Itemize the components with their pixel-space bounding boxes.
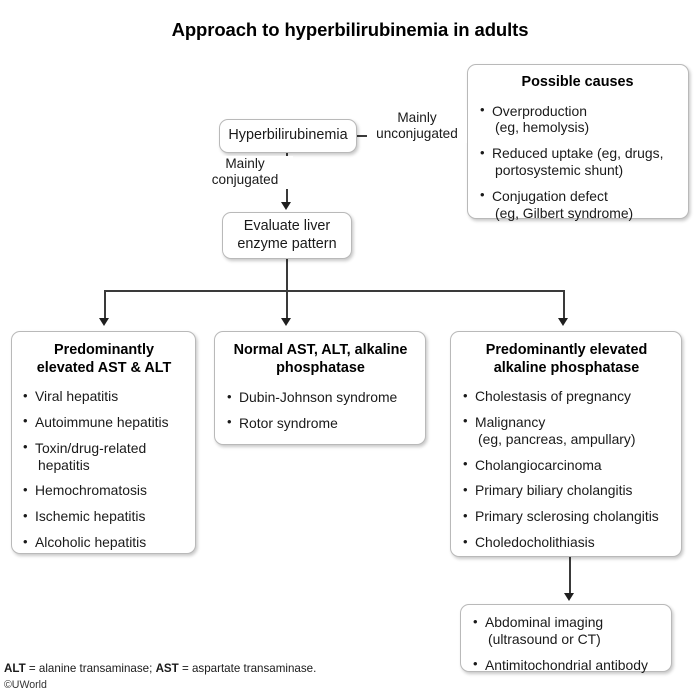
list-item: Abdominal imaging (ultrasound or CT) <box>472 614 661 648</box>
list-item-main: Primary sclerosing cholangitis <box>475 508 659 525</box>
list-item: Reduced uptake (eg, drugs, portosystemic… <box>479 145 676 179</box>
footnote-text-2: = aspartate transaminase. <box>178 662 317 675</box>
list-item-main: Hemochromatosis <box>35 482 147 499</box>
node-evaluate-liver-enzyme-pattern[interactable]: Evaluate liver enzyme pattern <box>222 212 352 259</box>
edge-label-line2: unconjugated <box>376 126 458 142</box>
node-normal-ast-alt-alkaline-phosphatase[interactable]: Normal AST, ALT, alkaline phosphatase Du… <box>214 331 426 445</box>
list-item: Malignancy (eg, pancreas, ampullary) <box>462 413 671 448</box>
connector-branch-to-normal <box>286 290 288 320</box>
list-item-main: Primary biliary cholangitis <box>475 482 633 499</box>
node-evaluate-line2: enzyme pattern <box>237 235 337 252</box>
list-item-main: Choledocholithiasis <box>475 534 595 550</box>
list-item-main: Rotor syndrome <box>239 414 338 431</box>
alp-heading-line1: Predominantly elevated <box>485 342 648 358</box>
normal-heading: Normal AST, ALT, alkaline phosphatase <box>226 342 415 377</box>
list-item-main: Conjugation defect <box>492 187 608 204</box>
ast-alt-heading-line1: Predominantly <box>54 342 154 358</box>
normal-heading-line2: phosphatase <box>276 359 365 376</box>
list-item: Primary biliary cholangitis <box>462 482 671 499</box>
copyright-notice: ©UWorld <box>4 679 47 691</box>
edge-label-mainly-unconjugated: Mainly unconjugated <box>367 110 467 143</box>
list-item-sub: (eg, pancreas, ampullary) <box>478 430 636 447</box>
node-workup[interactable]: Abdominal imaging (ultrasound or CT) Ant… <box>460 604 672 673</box>
node-hyperbilirubinemia-label: Hyperbilirubinemia <box>228 127 348 144</box>
possible-causes-list: Overproduction (eg, hemolysis) Reduced u… <box>479 102 676 222</box>
possible-causes-heading: Possible causes <box>521 74 634 90</box>
list-item-main: Abdominal imaging <box>485 614 604 630</box>
node-evaluate-line1: Evaluate liver <box>243 217 331 234</box>
list-item: Choledocholithiasis <box>462 534 671 551</box>
list-item: Rotor syndrome <box>226 414 415 432</box>
list-item-main: Ischemic hepatitis <box>35 508 146 525</box>
edge-label-line1: Mainly <box>397 110 437 125</box>
list-item-main: Reduced uptake (eg, drugs, <box>492 145 664 162</box>
alp-heading-line2: alkaline phosphatase <box>493 359 640 376</box>
alp-heading: Predominantly elevated alkaline phosphat… <box>462 342 671 377</box>
arrowhead-to-workup <box>564 593 574 601</box>
footnote-abbr-alt: ALT <box>4 662 26 675</box>
node-predominantly-elevated-alkaline-phosphatase[interactable]: Predominantly elevated alkaline phosphat… <box>450 331 682 557</box>
list-item: Cholangiocarcinoma <box>462 456 671 474</box>
list-item: Toxin/drug-related hepatitis <box>22 439 186 474</box>
list-item-main: Autoimmune hepatitis <box>35 413 169 430</box>
edge-label-line2: conjugated <box>211 172 279 188</box>
edge-label-line1: Mainly <box>225 156 265 171</box>
list-item-sub: portosystemic shunt) <box>495 162 624 178</box>
list-item-main: Viral hepatitis <box>35 388 119 405</box>
footnote-text-1: = alanine transaminase; <box>25 662 156 675</box>
list-item: Conjugation defect (eg, Gilbert syndrome… <box>479 187 676 222</box>
ast-alt-heading: Predominantly elevated AST & ALT <box>22 342 186 377</box>
connector-alp-to-workup <box>569 557 571 595</box>
list-item: Autoimmune hepatitis <box>22 413 186 431</box>
node-hyperbilirubinemia[interactable]: Hyperbilirubinemia <box>219 119 357 153</box>
list-item: Viral hepatitis <box>22 388 186 405</box>
node-predominantly-elevated-ast-alt[interactable]: Predominantly elevated AST & ALT Viral h… <box>11 331 196 554</box>
list-item: Alcoholic hepatitis <box>22 534 186 551</box>
list-item-main: Cholangiocarcinoma <box>475 456 602 473</box>
connector-branch-to-alp <box>563 290 565 320</box>
footnote-abbr-ast: AST <box>155 662 179 675</box>
arrowhead-to-normal <box>281 318 291 326</box>
list-item: Ischemic hepatitis <box>22 508 186 525</box>
list-item-main: Antimitochondrial antibody <box>485 656 648 673</box>
list-item-main: Toxin/drug-related <box>35 439 147 456</box>
list-item: Cholestasis of pregnancy <box>462 388 671 405</box>
edge-label-mainly-conjugated: Mainly conjugated <box>197 156 293 189</box>
node-evaluate-text: Evaluate liver enzyme pattern <box>237 218 336 253</box>
arrowhead-to-evaluate <box>281 202 291 210</box>
ast-alt-list: Viral hepatitis Autoimmune hepatitis Tox… <box>22 388 186 551</box>
list-item: Primary sclerosing cholangitis <box>462 508 671 525</box>
arrowhead-to-alp <box>558 318 568 326</box>
list-item-main: Cholestasis of pregnancy <box>475 388 631 405</box>
branch-bar <box>104 290 564 292</box>
normal-list: Dubin-Johnson syndrome Rotor syndrome <box>226 389 415 432</box>
list-item-sub: (eg, hemolysis) <box>495 119 590 136</box>
list-item-main: Overproduction <box>492 102 587 119</box>
alp-list: Cholestasis of pregnancy Malignancy (eg,… <box>462 388 671 551</box>
list-item-sub: (ultrasound or CT) <box>488 630 601 647</box>
connector-branch-to-ast-alt <box>104 290 106 320</box>
ast-alt-heading-line2: elevated AST & ALT <box>36 359 172 376</box>
list-item-main: Malignancy <box>475 413 546 430</box>
list-item: Overproduction (eg, hemolysis) <box>479 102 676 137</box>
list-item: Antimitochondrial antibody <box>472 656 661 674</box>
list-item-sub: hepatitis <box>38 456 90 473</box>
list-item: Dubin-Johnson syndrome <box>226 389 415 406</box>
normal-heading-line1: Normal AST, ALT, alkaline <box>233 342 408 358</box>
node-possible-causes[interactable]: Possible causes Overproduction (eg, hemo… <box>467 64 689 222</box>
workup-list: Abdominal imaging (ultrasound or CT) Ant… <box>472 614 661 673</box>
list-item-sub: (eg, Gilbert syndrome) <box>495 204 634 221</box>
list-item-main: Dubin-Johnson syndrome <box>239 389 398 406</box>
arrowhead-to-ast-alt <box>99 318 109 326</box>
list-item: Hemochromatosis <box>22 482 186 499</box>
connector-evaluate-to-branch <box>286 259 288 291</box>
page-title: Approach to hyperbilirubinemia in adults <box>171 19 529 40</box>
list-item-main: Alcoholic hepatitis <box>35 534 147 550</box>
footnote-abbreviations: ALT = alanine transaminase; AST = aspart… <box>4 661 316 677</box>
